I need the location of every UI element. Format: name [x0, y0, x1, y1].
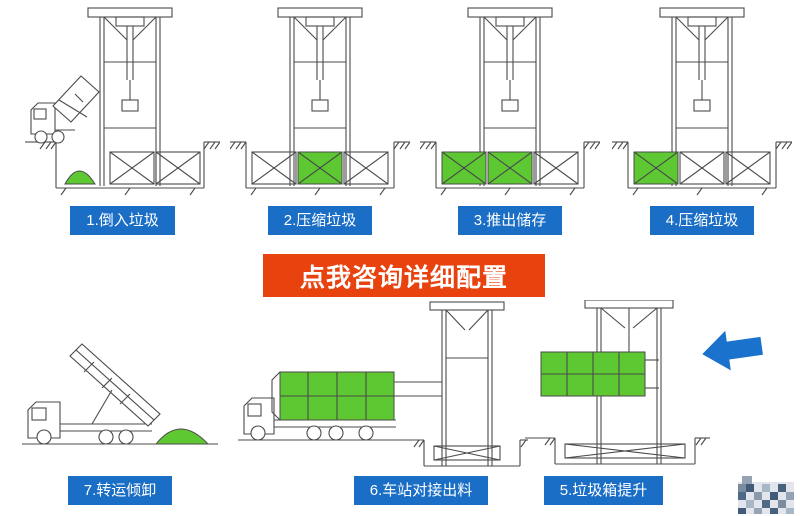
- watermark-logo: [738, 476, 794, 514]
- step-7-label: 7.转运倾卸: [67, 476, 173, 505]
- step-5-panel: 5.垃圾箱提升: [525, 300, 710, 505]
- step-1-diagram: [25, 7, 220, 196]
- flow-arrow-left-icon: [702, 330, 763, 371]
- docked-container: [271, 371, 395, 421]
- step-2-panel: 2.压缩垃圾: [230, 6, 410, 235]
- step-6-diagram: [238, 301, 528, 467]
- lifted-container: [540, 351, 659, 397]
- step-4-panel: 4.压缩垃圾: [612, 6, 792, 235]
- step-1-panel: 1.倒入垃圾: [25, 6, 220, 235]
- step-6-panel: 6.车站对接出料: [238, 300, 528, 505]
- step-2-diagram: [230, 7, 410, 196]
- station-frame: [394, 301, 528, 467]
- step-7-diagram: [22, 343, 218, 445]
- step-1-label: 1.倒入垃圾: [70, 206, 175, 235]
- step-6-label: 6.车站对接出料: [353, 476, 489, 505]
- step-7-panel: 7.转运倾卸: [20, 300, 220, 505]
- cta-banner[interactable]: 点我咨询详细配置: [263, 254, 545, 297]
- step-3-diagram: [420, 7, 600, 196]
- step-4-diagram: [612, 7, 792, 196]
- step-5-diagram: [525, 300, 710, 465]
- tipping-truck: [25, 75, 100, 144]
- dump-truck: [22, 343, 218, 445]
- step-5-label: 5.垃圾箱提升: [543, 476, 664, 505]
- step-3-panel: 3.推出储存: [420, 6, 600, 235]
- step-4-label: 4.压缩垃圾: [649, 206, 755, 235]
- step-3-label: 3.推出储存: [457, 206, 563, 235]
- step-2-label: 2.压缩垃圾: [267, 206, 373, 235]
